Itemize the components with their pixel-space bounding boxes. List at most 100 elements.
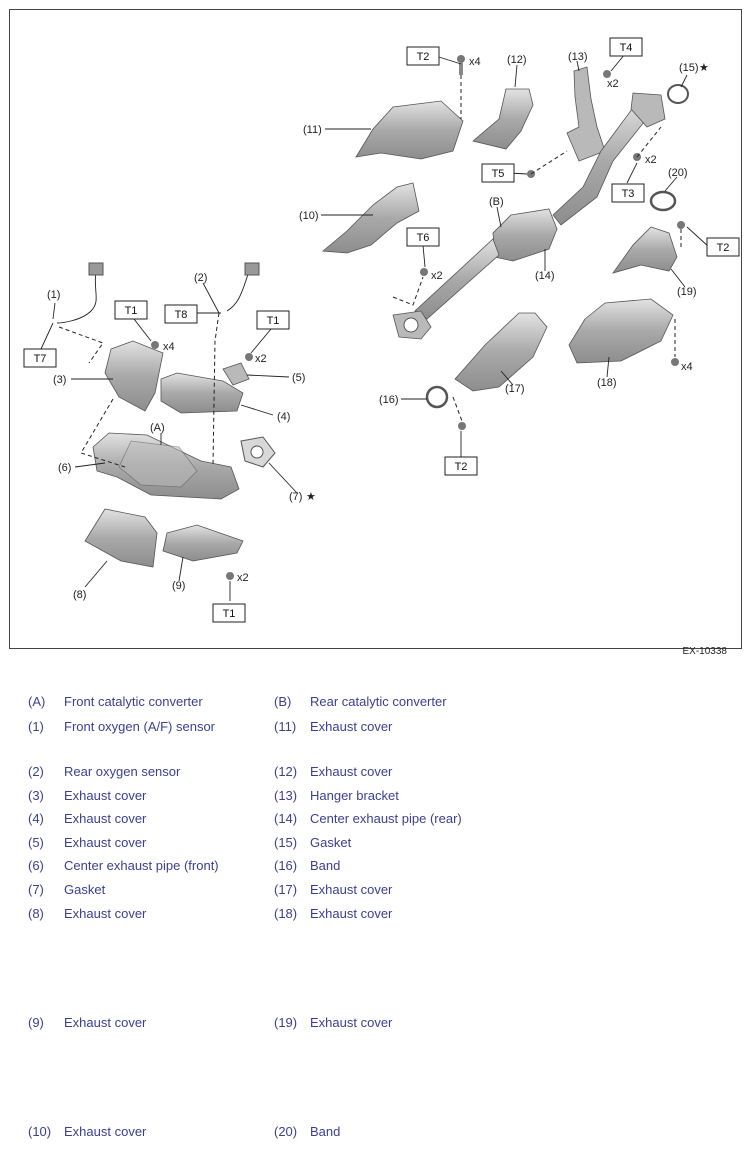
part-2-rear-oxygen-sensor [226,270,250,312]
nut-t1-mid [245,353,253,361]
figure-id: EX-10338 [682,646,727,657]
torque-box-t1-upper: T1 [114,300,148,320]
callout-15-star: ★ [699,62,709,74]
part-14-pipe-front-section [414,238,500,320]
legend-left-name: Exhaust cover [64,788,147,803]
part-13-hanger-bracket [566,66,606,162]
legend-right-code: (19) [274,1015,298,1030]
callout-19: (19) [677,286,697,298]
legend-right-name: Exhaust cover [310,906,393,921]
torque-box-t6: T6 [406,227,440,247]
callout-B: (B) [489,196,504,208]
legend-left-code: (10) [28,1124,52,1139]
legend-left-name: Rear oxygen sensor [64,764,181,779]
legend-row: (4)Exhaust cover(14)Center exhaust pipe … [0,811,752,829]
qty-t1-lower: x2 [237,572,249,584]
callout-6: (6) [58,462,71,474]
part-15-pipe-flange [630,92,666,128]
bolt-t2-right [677,221,685,229]
legend-left-name: Front catalytic converter [64,694,203,709]
qty-t2-top: x4 [469,56,481,68]
part-16-band [425,385,449,409]
legend-left-code: (7) [28,882,44,897]
part-9-exhaust-cover [162,524,244,562]
callout-20: (20) [668,167,688,179]
torque-box-t2-lower: T2 [444,456,478,476]
callout-3: (3) [53,374,66,386]
legend-right-code: (17) [274,882,298,897]
legend-right-code: (14) [274,811,298,826]
legend-row: (9)Exhaust cover(19)Exhaust cover [0,1015,752,1033]
callout-4: (4) [277,411,290,423]
legend-right-code: (16) [274,858,298,873]
callout-14: (14) [535,270,555,282]
legend-right-name: Hanger bracket [310,788,399,803]
callout-7-star: ★ [306,491,316,503]
legend-row: (5)Exhaust cover(15)Gasket [0,835,752,853]
part-A-front-catalytic-converter [118,440,198,488]
exploded-diagram: (11) (12) (13) (15) ★ (20) (B) (14) (10)… [9,9,742,657]
svg-text:T6: T6 [417,232,430,244]
legend-right-name: Band [310,1124,341,1139]
legend-left-name: Center exhaust pipe (front) [64,858,219,873]
torque-box-t4: T4 [609,37,643,57]
svg-text:T1: T1 [125,305,138,317]
legend-row: (8)Exhaust cover(18)Exhaust cover [0,906,752,924]
legend-left-name: Exhaust cover [64,811,147,826]
svg-text:T2: T2 [455,461,468,473]
svg-text:T3: T3 [622,188,635,200]
legend-left-code: (1) [28,719,44,734]
legend-right-code: (B) [274,694,292,709]
legend-right-code: (15) [274,835,298,850]
legend-left-code: (6) [28,858,44,873]
svg-text:T2: T2 [417,51,430,63]
legend-row: (2) Rear oxygen sensor (12) Exhaust cover [0,764,752,782]
callout-1: (1) [47,289,60,301]
torque-box-t8: T8 [164,304,198,324]
nut-t6 [420,268,428,276]
qty-t1-upper: x4 [163,341,175,353]
legend-right-name: Exhaust cover [310,1015,393,1030]
part-1-front-oxygen-sensor [56,270,97,324]
legend-right-name: Exhaust cover [310,882,393,897]
callout-16: (16) [379,394,399,406]
legend-left-name: Exhaust cover [64,1124,147,1139]
torque-box-t2-right: T2 [706,237,740,257]
legend-right-name: Band [310,858,341,873]
legend-row: (A)Front catalytic converter(B)Rear cata… [0,694,752,712]
part-3-exhaust-cover [104,340,164,412]
legend-left-name: Exhaust cover [64,835,147,850]
part-12-exhaust-cover [472,88,534,150]
svg-text:T1: T1 [267,315,280,327]
callout-9: (9) [172,580,185,592]
callout-17: (17) [505,383,525,395]
part-19-exhaust-cover [612,226,678,274]
part-17-exhaust-cover [454,312,548,392]
part-4-exhaust-cover [160,372,244,414]
callout-13: (13) [568,51,588,63]
callout-12: (12) [507,54,527,66]
part-15-gasket [667,84,689,104]
legend-left-code: (A) [28,694,46,709]
legend-row: (6) Center exhaust pipe (front) (16) Band [0,858,752,876]
legend-left-code: (5) [28,835,44,850]
callout-10: (10) [299,210,319,222]
legend-left-code: (2) [28,764,44,779]
qty-t3: x2 [645,154,657,166]
svg-text:T1: T1 [223,608,236,620]
nut-t1-upper [151,341,159,349]
qty-t6: x2 [431,270,443,282]
part-5-exhaust-cover [222,362,250,386]
legend-right-name: Exhaust cover [310,764,393,779]
torque-box-t1-lower: T1 [212,603,246,623]
legend-right-name: Exhaust cover [310,719,393,734]
qty-18: x4 [681,361,693,373]
legend-row: (3)Exhaust cover(13)Hanger bracket [0,788,752,806]
legend-right-code: (12) [274,764,298,779]
svg-text:T2: T2 [717,242,730,254]
svg-text:T7: T7 [34,353,47,365]
legend-left-code: (4) [28,811,44,826]
legend-row: (7)Gasket(17)Exhaust cover [0,882,752,900]
legend-left-name: Front oxygen (A/F) sensor [64,719,215,734]
torque-box-t3: T3 [611,183,645,203]
